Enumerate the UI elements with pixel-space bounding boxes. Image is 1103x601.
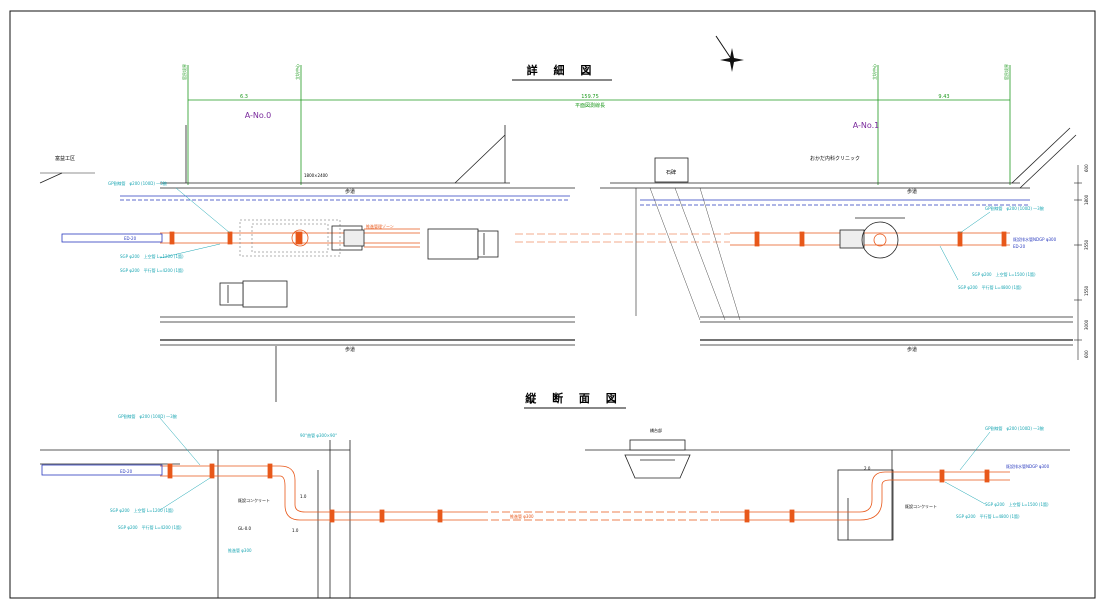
marker-shaft-right: 立坑中心 <box>871 64 877 80</box>
scale-0: 600 <box>1084 164 1089 172</box>
station-a0: A-No.0 <box>245 111 272 120</box>
plan-title-text: 詳 細 図 <box>527 63 598 77</box>
section-d2: 1.0 <box>292 528 299 533</box>
plan-road-lines <box>39 125 1077 402</box>
sheet-border <box>9 10 1096 599</box>
scale-1: 1800 <box>1084 194 1089 205</box>
section-notes-left: GP割線管 φ200 (100D) 一3腕 SGP φ200 上空管 L=120… <box>110 413 337 553</box>
marker-boundary-left: 官民境界 <box>181 64 187 80</box>
plan-notes-left: GP割線管 φ200 (100D) 一3腕 SGP φ200 上空管 L=120… <box>108 180 394 273</box>
section-title-text: 縦 断 面 図 <box>525 391 623 405</box>
section-note-left-0: GP割線管 φ200 (100D) 一3腕 <box>118 413 177 419</box>
plan-pipe-middle <box>515 233 730 243</box>
stone-monument <box>654 157 689 183</box>
stone-label: 石碑 <box>666 169 676 176</box>
plan-title: 詳 細 図 <box>512 63 612 81</box>
plan-note-right-3: 既設排水管NDGP φ300 <box>1013 236 1057 242</box>
shaft-dim-label: 1800×2400 <box>304 173 328 178</box>
section-notes-right: GP割線管 φ200 (100D) 一3腕 SGP φ200 上空管 L=150… <box>905 425 1050 519</box>
plan-note-left-3: 推進管理ゾーン <box>366 223 394 229</box>
section-title: 縦 断 面 図 <box>524 391 626 409</box>
right-scale <box>1074 165 1082 360</box>
plan-ed20-left: ED-20 <box>124 236 137 241</box>
section-note-right-3: 既設コンクリート <box>905 503 937 509</box>
section-note-left-2: SGP φ200 平行管 L=4200 (1箇) <box>118 524 182 530</box>
dim-main: 159.75 <box>581 94 599 100</box>
marker-boundary-right: 官民境界 <box>1003 64 1009 80</box>
plan-note-left-0: GP割線管 φ200 (100D) 一3腕 <box>108 180 167 186</box>
shaft-right <box>839 217 905 259</box>
north-arrow-icon <box>715 35 744 72</box>
plan-notes-right: GP割線管 φ200 (100D) 一3腕 SGP φ200 上空管 L=150… <box>939 205 1057 290</box>
section-note-left-5: 推進管 φ300 <box>228 547 252 553</box>
truck-top <box>427 228 499 260</box>
plan-dimension <box>187 65 1011 185</box>
section-pipe <box>160 463 1010 523</box>
section-pipe-mid-label: 推進管 φ300 <box>510 513 534 519</box>
plan-gas-lines <box>61 195 1030 243</box>
shaft-left <box>239 219 365 257</box>
scale-4: 3000 <box>1084 319 1089 330</box>
plan-note-left-2: SGP φ200 平行管 L=4200 (1箇) <box>120 267 184 273</box>
plan-note-right-2: SGP φ200 平行管 L=4800 (1箇) <box>958 284 1022 290</box>
bridge-abutment <box>624 439 691 479</box>
section-ground <box>40 440 1070 598</box>
plan-note-right-1: SGP φ200 上空管 L=1500 (1箇) <box>972 271 1036 277</box>
section-ed20: ED-20 <box>120 469 133 474</box>
section-note-left-1: SGP φ200 上空管 L=1200 (1箇) <box>110 507 174 513</box>
bridge-label: 橋台部 <box>650 427 662 433</box>
scale-2: 3550 <box>1084 239 1089 250</box>
sidewalk-bottom-left: 歩道 <box>345 346 355 353</box>
section-d1: 1.0 <box>300 494 307 499</box>
marker-shaft-left: 立坑中心 <box>294 64 300 80</box>
section-note-left-3: 90°曲管 φ300×90° <box>300 432 337 438</box>
plan-note-right-0: GP割線管 φ200 (100D) 一3腕 <box>985 205 1044 211</box>
scale-3: 1550 <box>1084 285 1089 296</box>
plan-pipe-right <box>730 231 1010 247</box>
section-note-right-4: 既設排水管NDGP φ300 <box>1006 463 1050 469</box>
dim-left: 6.3 <box>240 94 248 100</box>
scale-5: 600 <box>1084 350 1089 358</box>
clinic-label: おかだ内科クリニック <box>810 155 860 162</box>
plan-note-left-1: SGP φ200 上空管 L=1200 (1箇) <box>120 253 184 259</box>
truck-bottom <box>219 280 288 308</box>
dim-right: 9.43 <box>938 94 949 100</box>
dim-main-sub: 平面図測線長 <box>575 102 605 109</box>
section-note-right-0: GP割線管 φ200 (100D) 一3腕 <box>985 425 1044 431</box>
station-a1: A-No.1 <box>853 121 880 130</box>
sidewalk-top-left: 歩道 <box>345 188 355 195</box>
plan-pipe-left <box>160 228 420 248</box>
section-gl: GL-0.0 <box>238 526 252 531</box>
section-existing-pipe <box>41 464 163 476</box>
section-note-right-1: SGP φ200 上空管 L=1500 (1箇) <box>985 501 1049 507</box>
sidewalk-bottom-right: 歩道 <box>907 346 917 353</box>
sidewalk-top-right: 歩道 <box>907 188 917 195</box>
factory-label: 富益工区 <box>55 155 75 162</box>
plan-note-right-4: ED-20 <box>1013 244 1026 249</box>
section-note-right-2: SGP φ200 平行管 L=4800 (1箇) <box>956 513 1020 519</box>
section-d3: 2.0 <box>864 466 871 471</box>
section-note-left-4: 既設コンクリート <box>238 497 270 503</box>
